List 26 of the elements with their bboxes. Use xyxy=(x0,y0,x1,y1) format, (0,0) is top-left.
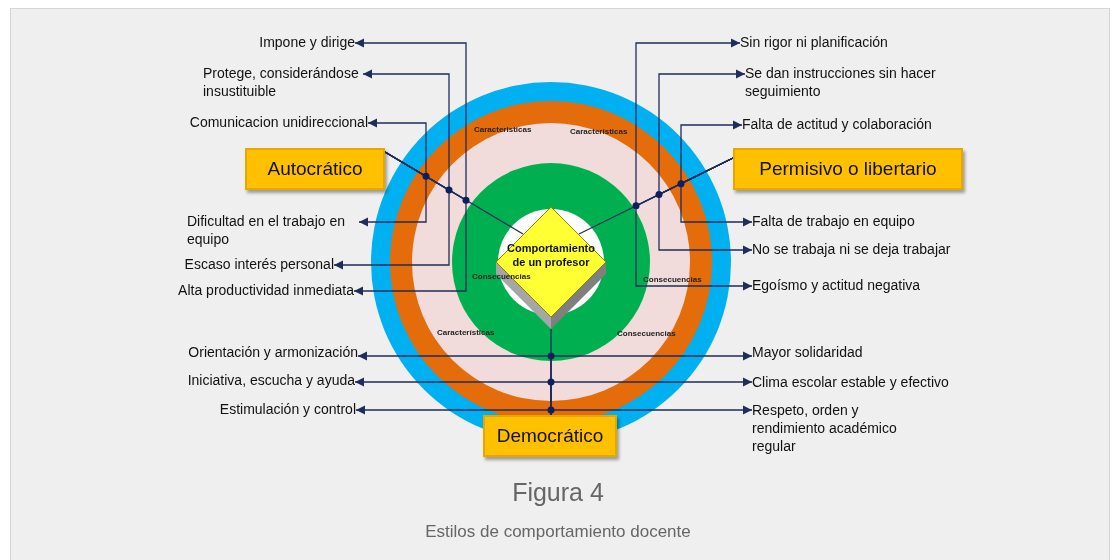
trait-text: Comunicacion unidireccional xyxy=(189,113,368,131)
figure-title: Figura 4 xyxy=(511,478,605,507)
trait-text: Dificultad en el trabajo en equipo xyxy=(187,212,359,248)
trait-text: Sin rigor ni planificación xyxy=(740,33,888,51)
style-box: Autocrático xyxy=(245,148,385,190)
figure-caption: Estilos de comportamiento docente xyxy=(424,522,692,542)
style-box: Permisivo o libertario xyxy=(733,148,963,190)
trait-text: Falta de trabajo en equipo xyxy=(752,212,915,230)
trait-text: Alta productividad inmediata xyxy=(178,281,354,299)
style-box: Democrático xyxy=(483,415,617,457)
leader-line xyxy=(635,157,753,291)
ring-label: Consecuencias xyxy=(472,272,531,281)
trait-text: Escaso interés personal xyxy=(184,255,334,273)
trait-text: Respeto, orden y rendimiento académico regular xyxy=(752,401,922,455)
trait-text: Se dan instrucciones sin hacer seguimiento xyxy=(745,64,960,100)
leader-line xyxy=(353,151,467,296)
trait-text: Orientación y armonización xyxy=(188,343,358,361)
trait-text: Iniciativa, escucha y ayuda xyxy=(187,371,355,389)
trait-text: Egoísmo y actitud negativa xyxy=(752,276,921,294)
trait-text: Estimulación y control xyxy=(219,400,356,418)
trait-text: Falta de actitud y colaboración xyxy=(742,115,932,133)
trait-text: No se trabaja ni se deja trabajar xyxy=(752,240,951,258)
trait-text: Protege, considerándose insustituible xyxy=(203,64,363,100)
trait-text: Impone y dirige xyxy=(259,33,355,51)
trait-text: Clima escolar estable y efectivo xyxy=(752,373,949,391)
trait-text: Mayor solidaridad xyxy=(752,343,863,361)
